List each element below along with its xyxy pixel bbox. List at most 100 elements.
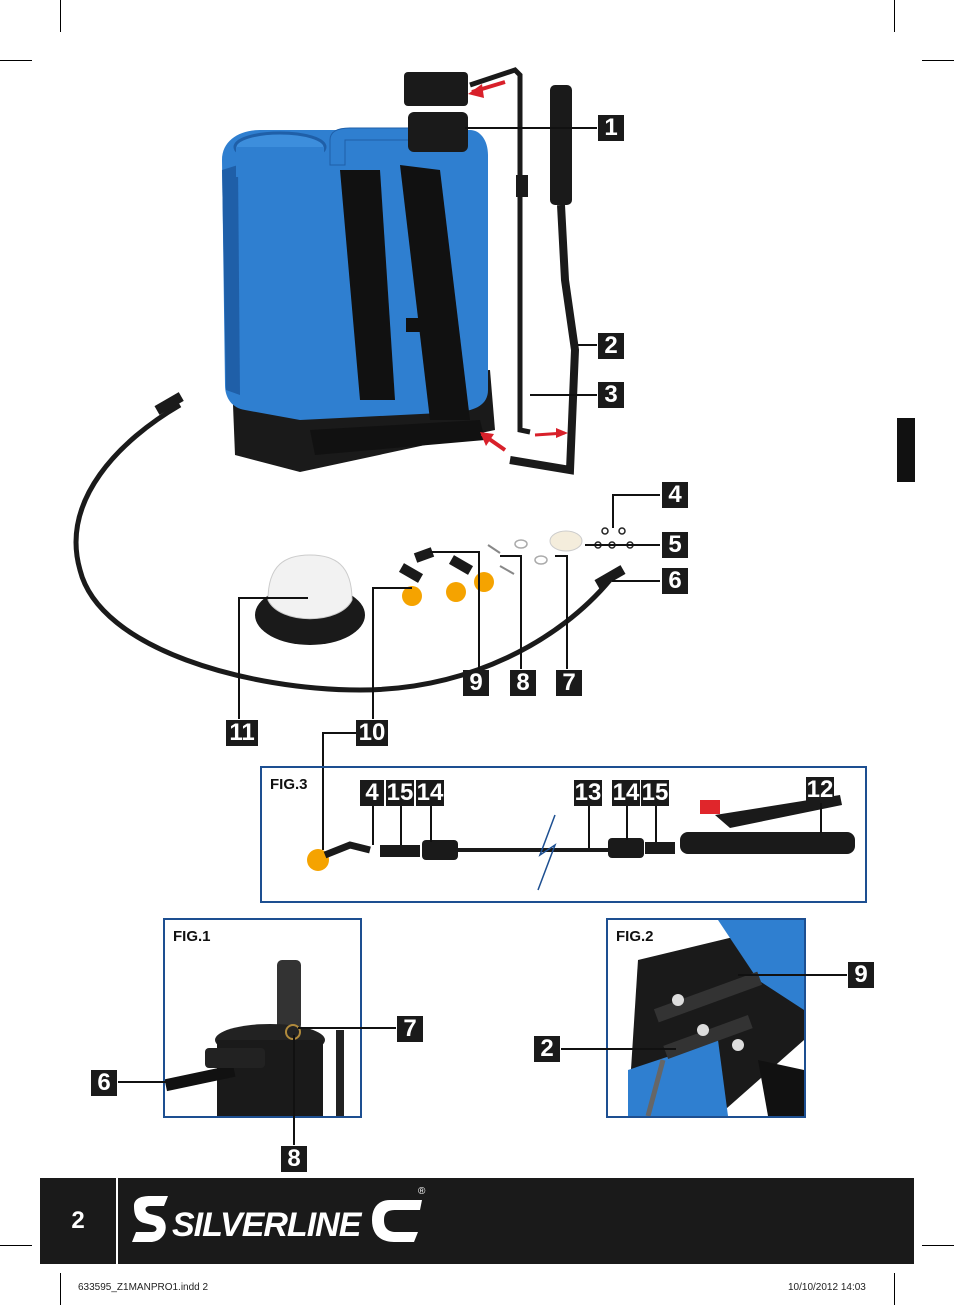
red-arrow-head [480, 432, 494, 446]
seal [534, 555, 548, 565]
o-ring [601, 527, 609, 535]
leader-line [655, 805, 657, 842]
leader-line [478, 551, 480, 669]
lever-rod [509, 204, 580, 475]
figure-1-photo [165, 920, 360, 1116]
leader-line [238, 597, 308, 599]
svg-text:SILVERLINE: SILVERLINE [172, 1206, 363, 1244]
shoulder-strap [340, 170, 395, 400]
pump-top [277, 960, 301, 1030]
leader-line [400, 805, 402, 845]
pump-cap-top [404, 72, 468, 106]
callout-2: 2 [598, 333, 624, 359]
footer-divider [116, 1178, 118, 1264]
callout-11: 11 [226, 720, 258, 746]
nozzle [474, 572, 494, 592]
leader-line [612, 494, 614, 528]
fig2-callout-2: 2 [534, 1036, 560, 1062]
leader-line [820, 803, 822, 833]
leader-line [588, 805, 590, 848]
trigger-lock [700, 800, 720, 814]
o-ring [618, 527, 626, 535]
callout-3: 3 [598, 382, 624, 408]
fig3-callout-14: 14 [612, 779, 640, 806]
pin [499, 565, 515, 575]
crop-mark [60, 0, 61, 32]
figure-1-label: FIG.1 [173, 928, 211, 945]
fig3-callout-12: 12 [806, 776, 834, 803]
nozzle-body [448, 555, 474, 575]
callout-8: 8 [510, 670, 536, 696]
lance-break [537, 814, 557, 891]
crop-mark [0, 1245, 32, 1246]
lever-grip [550, 85, 572, 205]
crop-mark [922, 60, 954, 61]
leader-line [738, 974, 847, 976]
pin [487, 544, 501, 554]
nozzle-body [398, 563, 424, 583]
fig3-callout-13: 13 [574, 779, 602, 806]
bolt [672, 994, 684, 1006]
page-number: 2 [71, 1207, 85, 1234]
hose-end-connector [594, 565, 626, 589]
fill-neck [236, 147, 324, 177]
strap-buckle [406, 318, 444, 332]
lance-nut [422, 840, 458, 860]
nozzle [402, 586, 422, 606]
leader-line [238, 597, 240, 719]
bracket [653, 971, 763, 1023]
leader-line [578, 344, 597, 346]
tank-handle [329, 127, 421, 166]
leader-line [372, 805, 374, 845]
trigger-lever [715, 795, 842, 828]
crop-mark [894, 0, 895, 32]
callout-5: 5 [662, 532, 688, 558]
leader-line [500, 555, 522, 557]
leader-line [585, 544, 660, 546]
figure-2-panel: FIG.2 [606, 918, 806, 1118]
seal [514, 539, 528, 549]
lever-rod [645, 1059, 666, 1116]
callout-7: 7 [556, 670, 582, 696]
figure-3-panel [260, 766, 867, 903]
file-slug: 633595_Z1MANPRO1.indd 2 [78, 1282, 209, 1293]
bottom-strap [310, 420, 485, 455]
pump-lever [469, 67, 531, 435]
leader-line [566, 555, 568, 669]
leader-line [465, 127, 597, 129]
silverline-logo: SILVERLINE [132, 1196, 422, 1244]
leader-line [298, 1027, 396, 1029]
lance-bend [323, 841, 371, 859]
hose [165, 1064, 236, 1092]
leader-line [293, 1035, 295, 1145]
leader-line [530, 394, 597, 396]
nozzle [307, 849, 329, 871]
section-tab [897, 418, 915, 482]
bracket [663, 1015, 753, 1059]
leader-line [612, 494, 660, 496]
strap [758, 1060, 804, 1116]
date-slug: 10/10/2012 14:03 [788, 1282, 866, 1293]
trigger-handle [680, 832, 855, 854]
hose-connector [205, 1048, 265, 1068]
leader-line [520, 555, 522, 669]
red-arrow-head [468, 84, 484, 98]
hose [73, 402, 612, 693]
leader-line [322, 732, 324, 850]
fig1-callout-8: 8 [281, 1146, 307, 1172]
figure-2-photo [608, 920, 804, 1116]
lance-illustration [307, 795, 855, 891]
leader-line [372, 587, 374, 719]
crop-mark [894, 1273, 895, 1305]
callout-10: 10 [356, 720, 388, 746]
lance-fitting [380, 845, 420, 857]
callout-1: 1 [598, 115, 624, 141]
lever-clip [516, 175, 528, 197]
filter-mesh [267, 554, 353, 620]
leader-line [626, 805, 628, 840]
leader-line [372, 587, 412, 589]
leader-line [612, 580, 660, 582]
pump-cap [408, 112, 468, 152]
washer [549, 530, 583, 552]
leader-line [118, 1081, 182, 1083]
